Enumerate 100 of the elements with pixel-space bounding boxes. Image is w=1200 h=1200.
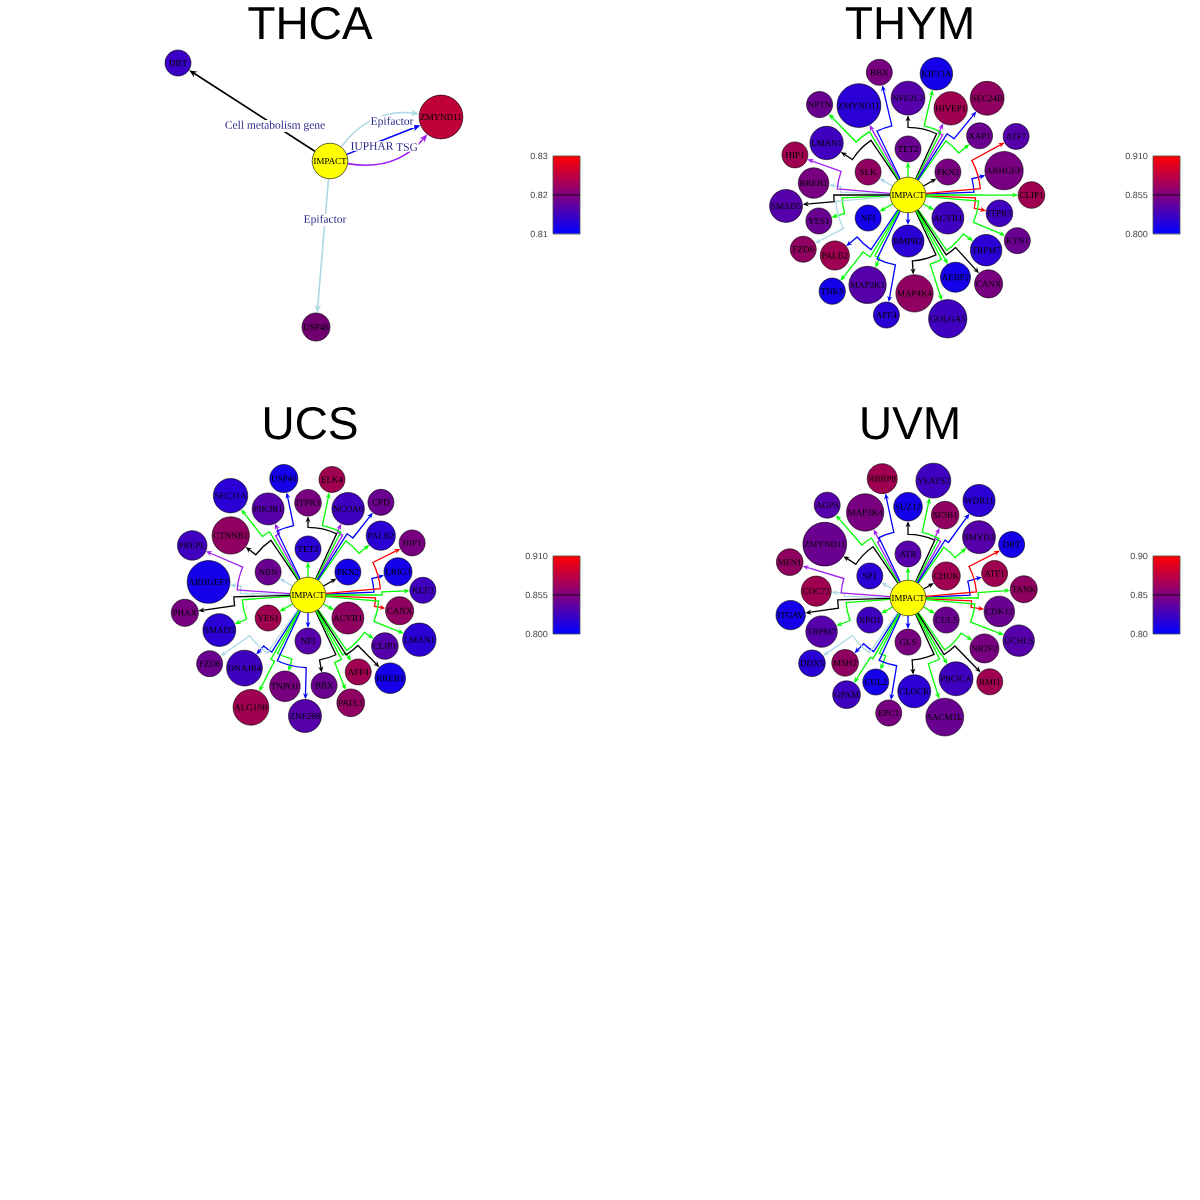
gene-node: ZNF268 [288,699,322,733]
gene-node: CUL2 [862,668,890,696]
gene-node: RREB1 [374,662,406,694]
tick-label: 0.800 [525,630,548,638]
gene-node: YES1 [805,207,833,235]
gene-node: RBBP8 [866,463,898,494]
gene-node: ARHGEF7 [186,560,231,604]
tick-label: 0.910 [525,552,548,560]
arrow [241,509,300,581]
gene-node: CLIP1 [371,632,399,660]
arrow [206,551,291,595]
arrow [840,209,900,281]
gene-node: ZMYND11 [836,83,882,128]
panel-title: THYM [845,7,972,39]
gene-node: BMPR2 [891,224,925,258]
arrow [823,612,899,656]
gene-node: YEATS2 [915,462,952,499]
arrow [854,612,900,683]
arrow [881,582,894,590]
gene-node: MFN1 [776,548,804,576]
edge-label: TSG [395,142,419,152]
gene-node: WDR11 [962,484,996,517]
gene-node: PATL1 [336,688,365,717]
gene-node: YES1 [254,604,282,632]
gene-node: TNKS [818,277,846,305]
gene-node: PALB2 [819,240,850,271]
gene-node: SEC31A [213,478,249,514]
gene-node: NCOA6 [331,492,365,526]
gene-node: ACVR1 [331,601,365,635]
gene-node: SLK [854,158,882,186]
arrow [189,70,316,153]
gene-node: SEC24B [969,81,1005,116]
gene-node: BBX [310,672,338,699]
gene-node: FZD6 [196,650,223,677]
gene-node: HIP1 [781,141,809,169]
arrow [925,599,1004,636]
tick-label: 0.855 [1125,191,1148,199]
panel-title: UCS [265,406,357,440]
gene-node: NFI [854,204,882,232]
gene-node: ZMYND11 [418,94,464,140]
gene-node: ATF1 [981,560,1008,587]
tick-label: 0.800 [1125,230,1148,238]
gene-node: USP46 [269,464,299,493]
gene-node: PHAX [170,598,199,627]
edge-label: Epifactor [369,115,415,129]
gene-node: HIVEP1 [933,91,968,126]
gene-node: ELK4 [318,466,346,493]
gene-node: GOLGA5 [928,299,968,339]
gene-node: PIK3R1 [251,492,285,526]
gene-node: KIF13A [919,57,953,91]
gene-node: NPTN [806,91,833,118]
gene-node: LMAN1 [402,622,437,657]
gene-node: AFF4 [873,301,900,329]
tick-label: 0.81 [530,230,548,238]
gene-node: AFF4 [344,658,372,686]
gene-node: IMPACT [311,142,349,180]
gene-node: SUZ12 [893,492,923,522]
gene-node: TET2 [894,135,922,163]
gene-node: CHUK [931,561,961,591]
arrow [846,209,899,251]
gene-node: MSH2 [831,649,859,677]
tick-label: 0.82 [530,191,548,199]
gene-node: IMPACT [289,576,327,614]
arrow [922,583,934,590]
gene-node: LMAN1 [809,126,844,160]
gene-node: XPO1 [856,606,884,634]
arrow [316,609,351,661]
gene-node: HIP1 [398,529,426,557]
tick-label: 0.85 [1130,591,1148,599]
arrow [815,195,891,244]
gene-node: PKN2 [334,558,362,586]
arrow [922,203,934,210]
tick-label: 0.910 [1125,152,1148,160]
gene-node: XAP1 [966,122,993,150]
arrow [878,613,902,700]
gene-node: IMPACT [889,579,927,617]
gene-node: TRPM7 [970,234,1003,267]
gene-node: ARHGEF [984,151,1024,191]
gene-node: TRPM7 [805,615,838,648]
gene-node: PALB2 [365,520,396,551]
gene-node: GLS [894,628,922,656]
gene-node: PREPL [177,530,208,561]
panel-title: UVM [862,407,958,440]
gene-node: TNPO1 [269,670,301,702]
gene-node: CTNNB1 [211,516,250,555]
tick-label: 0.80 [1130,630,1148,638]
tick-label: 0.83 [530,152,548,160]
gene-node: PKN2 [934,158,962,186]
edge-label: Epifactor [302,213,348,227]
gene-node: SACM1L [925,697,964,737]
gene-node: NR2F2 [969,633,1000,664]
gene-node: RMI1 [976,668,1004,696]
gene-node: CANX [385,596,414,626]
gene-node: ATR [894,540,922,568]
gene-node: KTN1 [1004,227,1031,254]
gene-node: KLF3 [409,577,437,604]
gene-node: NFE2L2 [890,80,926,116]
gene-node: UCHL5 [1002,624,1035,657]
gene-node: CDK12 [983,595,1015,627]
gene-node: RREB1 [798,167,830,199]
